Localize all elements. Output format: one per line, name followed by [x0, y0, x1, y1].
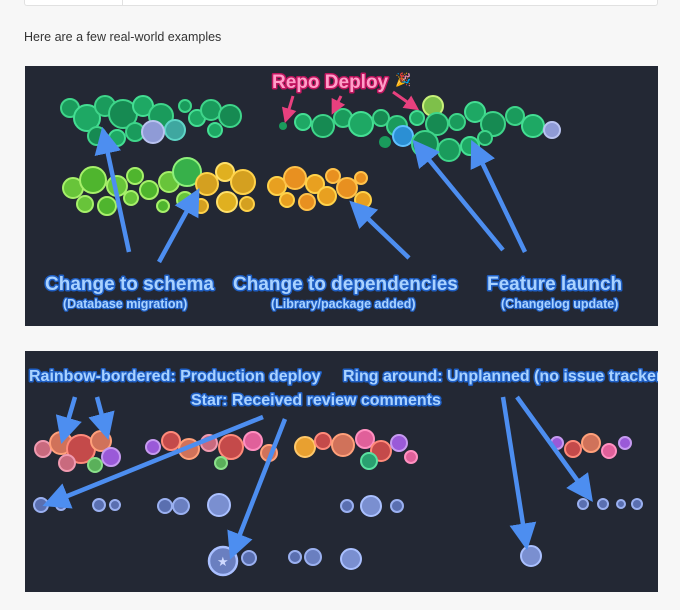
label-ring-around: Ring around: Unplanned (no issue tracker… — [343, 368, 658, 385]
annotation-arrows — [42, 395, 593, 560]
intro-text: Here are a few real-world examples — [24, 30, 222, 44]
blue-bubble-row — [33, 493, 643, 517]
colorful-bubble-row — [34, 429, 632, 473]
label-change-to-schema: Change to schema — [45, 274, 214, 295]
card-divider — [122, 0, 123, 5]
label-rainbow-bordered: Rainbow-bordered: Production deploy — [29, 368, 321, 385]
sub-library-package-added: (Library/package added) — [271, 297, 416, 311]
annotation-arrows — [94, 126, 528, 264]
label-change-to-dependencies: Change to dependencies — [233, 274, 458, 295]
example-image-commit-types: Repo Deploy 🎉 Change to schema (Database… — [25, 66, 658, 326]
example-image-bubble-markers: ★ Rainbow-bordered: Production deploy Ri… — [25, 351, 658, 592]
previous-card — [24, 0, 658, 6]
green-bubble-cluster-left — [60, 95, 242, 147]
sub-database-migration: (Database migration) — [63, 297, 187, 311]
green-yellow-bubble-cluster — [62, 157, 256, 216]
label-repo-deploy: Repo Deploy — [272, 72, 389, 93]
bottom-bubble-row: ★ — [207, 545, 542, 577]
repo-deploy-arrows — [281, 90, 420, 124]
sub-changelog-update: (Changelog update) — [501, 297, 618, 311]
green-bubble-cluster-right — [279, 95, 561, 162]
label-feature-launch: Feature launch — [487, 274, 622, 295]
orange-bubble-cluster — [267, 166, 372, 211]
party-popper-icon: 🎉 — [395, 72, 411, 88]
star-icon: ★ — [217, 554, 229, 569]
label-star-review-comments: Star: Received review comments — [191, 392, 441, 409]
